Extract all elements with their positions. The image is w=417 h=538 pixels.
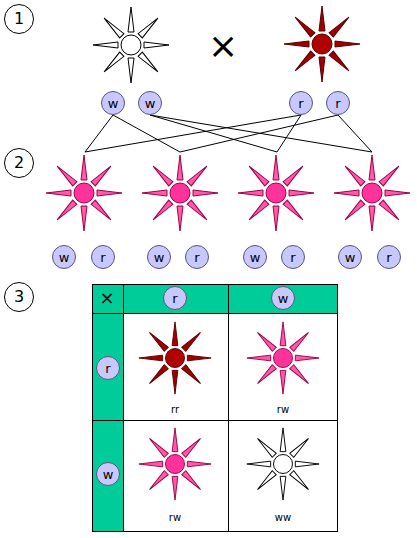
allele-circle: w	[138, 91, 162, 115]
allele-letter: w	[154, 251, 165, 264]
allele-letter: w	[108, 97, 119, 110]
allele-circle: r	[377, 245, 401, 269]
genotype-label: rw	[169, 513, 181, 523]
allele-letter: r	[172, 292, 177, 305]
allele-letter: w	[145, 97, 156, 110]
allele-letter: r	[290, 251, 295, 264]
allele-circle: w	[96, 462, 120, 486]
allele-letter: w	[345, 251, 356, 264]
allele-circle: w	[101, 91, 125, 115]
allele-circle: r	[185, 245, 209, 269]
punnett-square	[92, 284, 338, 532]
allele-circle: r	[163, 286, 187, 310]
allele-letter: r	[386, 251, 391, 264]
allele-circle: w	[147, 245, 171, 269]
allele-letter: r	[298, 97, 303, 110]
pink-flower	[238, 155, 314, 231]
step-label: 2	[14, 155, 24, 171]
step-label: 1	[14, 11, 24, 27]
step-label: 3	[14, 289, 24, 305]
allele-circle: w	[243, 245, 267, 269]
step-number: 3	[4, 282, 34, 312]
allele-circle: r	[281, 245, 305, 269]
allele-circle: r	[91, 245, 115, 269]
inheritance-lines	[85, 115, 372, 152]
allele-letter: r	[194, 251, 199, 264]
allele-letter: w	[103, 468, 114, 481]
pink-flower	[247, 322, 319, 394]
genotype-label: ww	[275, 513, 291, 523]
allele-circle: r	[326, 91, 350, 115]
step-number: 1	[4, 4, 34, 34]
step-number: 2	[4, 148, 34, 178]
allele-circle: r	[289, 91, 313, 115]
allele-circle: w	[271, 286, 295, 310]
allele-circle: r	[96, 356, 120, 380]
genotype-label: rw	[277, 405, 289, 415]
allele-circle: w	[52, 245, 76, 269]
allele-letter: w	[59, 251, 70, 264]
pink-flower	[334, 155, 410, 231]
pink-flower	[46, 155, 122, 231]
allele-circle: w	[338, 245, 362, 269]
allele-letter: r	[100, 251, 105, 264]
pink-flower	[139, 428, 211, 500]
red-flower	[284, 6, 360, 82]
white-flower	[247, 428, 319, 500]
allele-letter: w	[278, 292, 289, 305]
cross-symbol: ×	[99, 289, 114, 307]
pink-flower	[142, 155, 218, 231]
allele-letter: w	[250, 251, 261, 264]
red-flower	[139, 322, 211, 394]
genotype-label: rr	[171, 405, 179, 415]
allele-letter: r	[335, 97, 340, 110]
allele-letter: r	[105, 362, 110, 375]
cross-symbol: ×	[208, 28, 238, 64]
white-flower	[93, 7, 169, 83]
